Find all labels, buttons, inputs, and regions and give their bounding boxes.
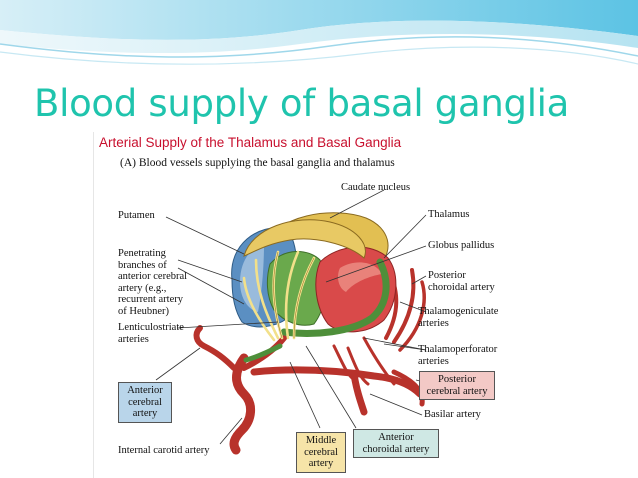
- thalamoperforator-branch-3: [332, 344, 354, 380]
- label-thalamoperforator-arteries: Thalamoperforator arteries: [418, 344, 498, 367]
- figure-title: Arterial Supply of the Thalamus and Basa…: [99, 135, 402, 150]
- label-internal-carotid-artery: Internal carotid artery: [118, 445, 210, 456]
- label-thalamogeniculate-arteries: Thalamogeniculate arteries: [418, 306, 499, 329]
- artery-network: [193, 268, 426, 455]
- thalamoperforator-branch-2: [362, 336, 396, 386]
- thalamus-highlight: [338, 262, 382, 292]
- label-caudate-nucleus: Caudate nucleus: [341, 182, 411, 193]
- internal-carotid-artery-vessel: [229, 353, 255, 455]
- box-anterior-cerebral-artery: Anterior cerebral artery: [118, 382, 172, 423]
- figure-subtitle: (A) Blood vessels supplying the basal ga…: [120, 157, 395, 169]
- header-wave-decoration: [0, 0, 638, 65]
- label-putamen: Putamen: [118, 210, 155, 221]
- putamen-highlight: [240, 244, 264, 312]
- posterior-choroidal-branch-3: [398, 280, 426, 352]
- box-middle-cerebral-artery: Middle cerebral artery: [296, 432, 346, 473]
- posterior-choroidal-branch-2: [392, 268, 416, 344]
- leader-lines: [155, 189, 427, 445]
- globus-pallidus-shape: [266, 251, 327, 326]
- basal-ganglia-diagram: [155, 189, 427, 455]
- caudate-front-arc: [243, 219, 366, 259]
- artery-loop-right: [391, 369, 425, 407]
- slide-title: Blood supply of basal ganglia: [34, 82, 570, 125]
- anterior-choroidal-artery-vessel: [280, 258, 390, 337]
- anterior-choroidal-lower-vessel: [243, 343, 283, 363]
- label-posterior-choroidal-artery: Posterior choroidal artery: [428, 270, 495, 293]
- anterior-cerebral-artery-vessel: [193, 325, 237, 371]
- lenticulostriate-outline: [273, 251, 315, 339]
- label-globus-pallidus: Globus pallidus: [428, 240, 495, 251]
- label-basilar-artery: Basilar artery: [424, 409, 481, 420]
- label-penetrating-branches: Penetrating branches of anterior cerebra…: [118, 248, 188, 317]
- thalamoperforator-branch-1: [346, 346, 370, 386]
- label-lenticulostriate-arteries: Lenticulostriate arteries: [118, 322, 184, 345]
- box-anterior-choroidal-artery: Anterior choroidal artery: [353, 429, 439, 458]
- anatomy-figure: Arterial Supply of the Thalamus and Basa…: [93, 132, 520, 478]
- box-posterior-cerebral-artery: Posterior cerebral artery: [419, 371, 495, 400]
- label-thalamus: Thalamus: [428, 209, 470, 220]
- posterior-cerebral-artery-vessel: [250, 366, 424, 398]
- basilar-artery-vessel: [350, 370, 368, 416]
